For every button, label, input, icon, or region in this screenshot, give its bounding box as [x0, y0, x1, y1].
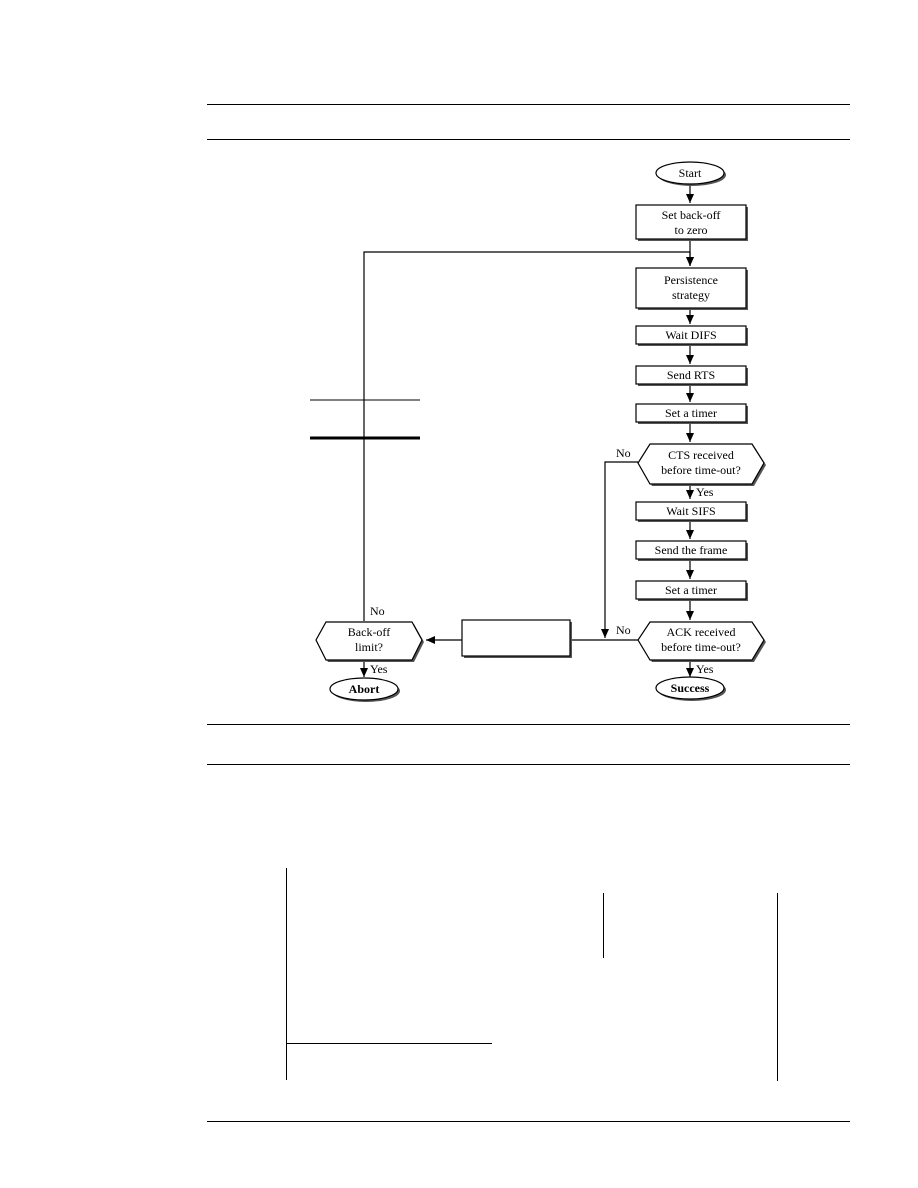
backoff-limit-label-1: Back-off	[348, 625, 390, 639]
send-frame-node: Send the frame	[635, 540, 748, 561]
set-timer-1-label: Set a timer	[665, 406, 717, 420]
table-right-border	[777, 893, 778, 1081]
arrow-backoff-no-loop	[363, 251, 690, 621]
success-label: Success	[671, 681, 710, 695]
set-timer-2-label: Set a timer	[665, 583, 717, 597]
table-inner-rule	[287, 1043, 492, 1044]
send-rts-node: Send RTS	[635, 365, 748, 386]
ack-label-1: ACK received	[667, 625, 736, 639]
send-frame-label: Send the frame	[655, 543, 728, 557]
wait-difs-label: Wait DIFS	[665, 328, 716, 342]
cts-no-label: No	[616, 446, 631, 460]
ack-received-decision: ACK received before time-out?	[637, 621, 766, 662]
set-timer-1-node: Set a timer	[635, 403, 748, 424]
backoff-limit-decision: Back-off limit?	[315, 621, 424, 662]
arrow-cts-no	[601, 461, 638, 638]
start-label: Start	[679, 166, 702, 180]
set-timer-2-node: Set a timer	[635, 580, 748, 601]
ack-no-label: No	[616, 623, 631, 637]
backoff-no-label: No	[370, 604, 385, 618]
set-backoff-label-1: Set back-off	[662, 208, 721, 222]
cts-label-1: CTS received	[668, 448, 734, 462]
abort-label: Abort	[349, 682, 380, 696]
wait-difs-node: Wait DIFS	[635, 325, 748, 346]
blank-process-box	[461, 619, 572, 658]
persistence-node: Persistence strategy	[635, 267, 748, 310]
persistence-label-2: strategy	[672, 288, 710, 302]
cts-label-2: before time-out?	[661, 463, 741, 477]
table-divider-middle	[603, 893, 604, 958]
success-node: Success	[655, 676, 726, 701]
cts-yes-label: Yes	[696, 485, 714, 499]
top-rule-2	[207, 139, 850, 140]
send-rts-label: Send RTS	[667, 368, 715, 382]
backoff-limit-label-2: limit?	[355, 640, 383, 654]
wait-sifs-label: Wait SIFS	[666, 504, 715, 518]
set-backoff-label-2: to zero	[675, 223, 708, 237]
ack-label-2: before time-out?	[661, 640, 741, 654]
persistence-label-1: Persistence	[664, 273, 718, 287]
set-backoff-node: Set back-off to zero	[635, 204, 748, 241]
abort-node: Abort	[329, 677, 400, 702]
start-node: Start	[655, 161, 726, 186]
wait-sifs-node: Wait SIFS	[635, 501, 748, 522]
mid-rule-2	[207, 764, 850, 765]
bottom-rule	[207, 1121, 850, 1122]
cts-received-decision: CTS received before time-out?	[637, 443, 766, 486]
backoff-yes-label: Yes	[370, 662, 388, 676]
mid-rule-1	[207, 724, 850, 725]
top-rule-1	[207, 104, 850, 105]
table-left-border	[286, 868, 287, 1080]
ack-yes-label: Yes	[696, 662, 714, 676]
